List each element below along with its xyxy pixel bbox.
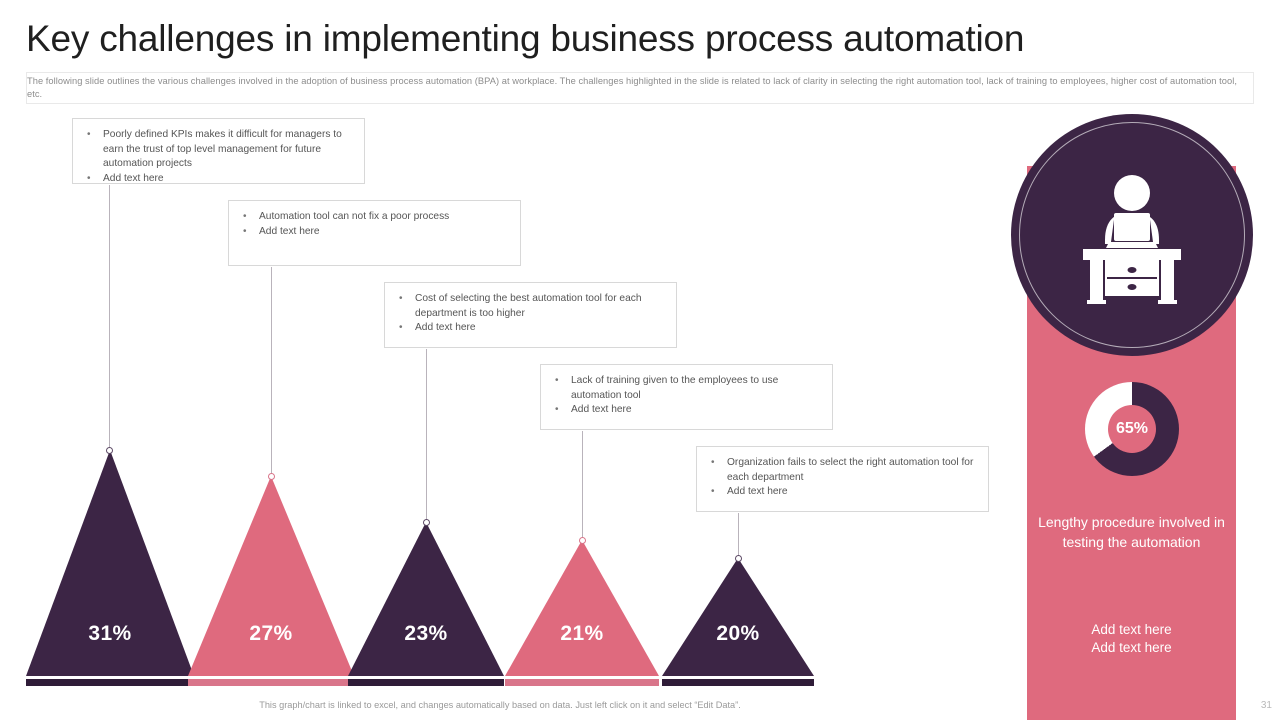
apex-marker-4 <box>579 537 586 544</box>
callout-2-bullet-1: Automation tool can not fix a poor proce… <box>259 211 450 222</box>
callout-box-3[interactable]: • Cost of selecting the best automation t… <box>384 282 677 348</box>
connector-line-3 <box>426 349 427 525</box>
panel-extra-line-1: Add text here <box>1091 622 1172 637</box>
callout-1-bullet-2: Add text here <box>103 172 164 184</box>
panel-extra-text: Add text here Add text here <box>1027 621 1236 657</box>
list-item: • Automation tool can not fix a poor proc… <box>237 210 510 225</box>
callout-4-list: • Lack of training given to the employees… <box>549 374 822 418</box>
list-item: • Cost of selecting the best automation t… <box>393 292 666 321</box>
triangle-bar-4[interactable] <box>505 540 659 676</box>
list-item: • Organization fails to select the right … <box>705 456 978 485</box>
callout-2-bullet-2: Add text here <box>259 225 320 237</box>
callout-2-list: • Automation tool can not fix a poor proc… <box>237 210 510 239</box>
list-item: • Add text here <box>237 225 510 240</box>
subtitle-box: The following slide outlines the various… <box>26 72 1254 105</box>
list-item: • Add text here <box>549 403 822 418</box>
callout-3-list: • Cost of selecting the best automation t… <box>393 292 666 336</box>
list-item: • Poorly defined KPIs makes it difficult … <box>81 128 354 172</box>
callout-box-2[interactable]: • Automation tool can not fix a poor proc… <box>228 200 521 266</box>
panel-caption: Lengthy procedure involved in testing th… <box>1038 514 1225 550</box>
panel-extra-line-2: Add text here <box>1091 640 1172 655</box>
triangle-bar-3[interactable] <box>348 522 504 676</box>
callout-box-1[interactable]: • Poorly defined KPIs makes it difficult … <box>72 118 365 184</box>
list-item: • Add text here <box>393 321 666 336</box>
person-at-desk-with-laptop-icon <box>1083 175 1181 304</box>
donut-chart[interactable]: 65% <box>1085 382 1179 476</box>
triangle-base-bar-4 <box>505 679 659 686</box>
triangle-value-3: 23% <box>404 622 448 645</box>
bullet-icon: • <box>399 293 403 304</box>
subtitle-text: The following slide outlines the various… <box>27 76 1237 100</box>
triangle-base-bar-1 <box>26 679 194 686</box>
page-title: Key challenges in implementing business … <box>26 18 1025 59</box>
apex-marker-3 <box>423 519 430 526</box>
circle-inner-ring <box>1019 122 1245 348</box>
list-item: • Add text here <box>81 172 354 187</box>
triangle-bar-2[interactable] <box>188 476 354 676</box>
bullet-icon: • <box>555 404 559 416</box>
apex-marker-5 <box>735 555 742 562</box>
bullet-icon: • <box>243 211 247 222</box>
bullet-icon: • <box>711 457 715 468</box>
callout-3-bullet-2: Add text here <box>415 322 476 334</box>
bullet-icon: • <box>555 375 559 386</box>
triangle-base-bar-2 <box>188 679 354 686</box>
callout-3-bullet-1: Cost of selecting the best automation to… <box>415 293 642 319</box>
bullet-icon: • <box>87 172 91 184</box>
callout-4-bullet-2: Add text here <box>571 404 632 416</box>
illustration-circle <box>1011 114 1253 356</box>
callout-box-5[interactable]: • Organization fails to select the right … <box>696 446 989 512</box>
callout-5-list: • Organization fails to select the right … <box>705 456 978 500</box>
triangle-base-bar-5 <box>662 679 814 686</box>
bullet-icon: • <box>399 322 403 334</box>
connector-line-4 <box>582 431 583 542</box>
callout-1-bullet-1: Poorly defined KPIs makes it difficult f… <box>103 129 342 170</box>
callout-5-bullet-2: Add text here <box>727 486 788 498</box>
donut-value-label: 65% <box>1115 420 1149 437</box>
callout-box-4[interactable]: • Lack of training given to the employees… <box>540 364 833 430</box>
triangle-value-1: 31% <box>88 622 132 645</box>
list-item: • Add text here <box>705 485 978 500</box>
apex-marker-1 <box>106 447 113 454</box>
triangle-bar-5[interactable] <box>662 558 814 676</box>
connector-line-1 <box>109 185 110 451</box>
triangle-value-4: 21% <box>560 622 604 645</box>
footer-note: This graph/chart is linked to excel, and… <box>259 700 741 710</box>
bullet-icon: • <box>711 486 715 498</box>
triangle-value-5: 20% <box>716 622 760 645</box>
donut-center: 65% <box>1108 405 1156 453</box>
triangle-value-2: 27% <box>249 622 293 645</box>
callout-1-list: • Poorly defined KPIs makes it difficult … <box>81 128 354 186</box>
bullet-icon: • <box>243 225 247 237</box>
list-item: • Lack of training given to the employees… <box>549 374 822 403</box>
triangle-bar-1[interactable] <box>26 450 194 676</box>
apex-marker-2 <box>268 473 275 480</box>
callout-4-bullet-1: Lack of training given to the employees … <box>571 375 779 401</box>
connector-line-2 <box>271 267 272 477</box>
connector-line-5 <box>738 513 739 560</box>
triangle-base-bar-3 <box>348 679 504 686</box>
callout-5-bullet-1: Organization fails to select the right a… <box>727 457 974 483</box>
page-number: 31 <box>1260 700 1272 711</box>
bullet-icon: • <box>87 129 91 140</box>
